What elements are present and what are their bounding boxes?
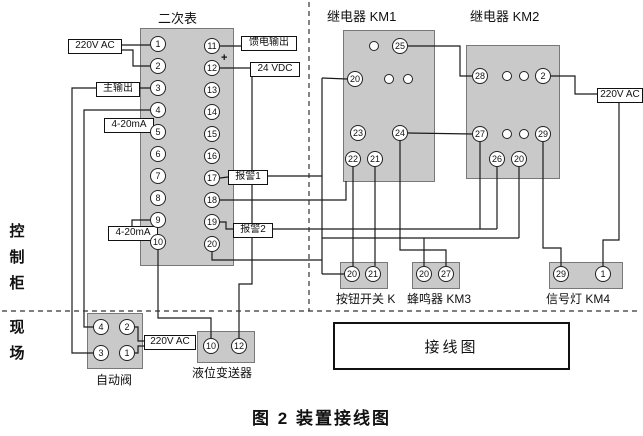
terminal-km1-21: 21 <box>367 151 383 167</box>
wire <box>407 132 473 135</box>
terminal-meter-4: 4 <box>150 102 166 118</box>
terminal-meter-12: 12 <box>204 60 220 76</box>
terminal-buzzer-20: 20 <box>416 266 432 282</box>
secondary-meter-title: 二次表 <box>158 11 198 26</box>
terminal-valve-3: 3 <box>93 345 109 361</box>
terminal-lamp-1: 1 <box>595 266 611 282</box>
wire <box>83 109 150 328</box>
figure-caption: 图 2 装置接线图 <box>252 409 391 428</box>
terminal-km2-aux-1 <box>502 71 512 81</box>
terminal-buzzer-27: 27 <box>438 266 454 282</box>
terminal-km1-22: 22 <box>345 151 361 167</box>
terminal-valve-1: 1 <box>119 345 135 361</box>
main-output-label: 主输出 <box>96 82 140 97</box>
ac-supply-top-label: 220V AC <box>68 39 122 54</box>
relay-km2-title: 继电器 KM2 <box>470 9 540 24</box>
wire <box>238 76 253 338</box>
terminal-km2-2: 2 <box>535 68 551 84</box>
terminal-meter-11: 11 <box>204 38 220 54</box>
terminal-km2-29: 29 <box>535 126 551 142</box>
alarm2-label: 报警2 <box>233 223 273 238</box>
terminal-meter-18: 18 <box>204 192 220 208</box>
terminal-km1-aux-2 <box>384 74 394 84</box>
wire <box>131 219 150 228</box>
signal-lamp-label: 信号灯 KM4 <box>546 292 611 306</box>
terminal-meter-17: 17 <box>204 170 220 186</box>
terminal-meter-19: 19 <box>204 214 220 230</box>
terminal-valve-4: 4 <box>93 319 109 335</box>
wire <box>220 221 233 230</box>
button-switch-label: 按钮开关 K <box>336 292 396 306</box>
dc-24v-label: 24 VDC <box>250 62 300 77</box>
terminal-km1-23: 23 <box>350 125 366 141</box>
terminal-km2-aux-2 <box>519 71 529 81</box>
terminal-km2-aux-4 <box>519 129 529 139</box>
alarm1-label: 报警1 <box>228 170 268 185</box>
terminal-button-21: 21 <box>365 266 381 282</box>
terminal-transmitter-10: 10 <box>203 338 219 354</box>
terminal-meter-20: 20 <box>204 236 220 252</box>
wire <box>219 176 229 179</box>
terminal-km2-28: 28 <box>472 68 488 84</box>
current-loop-bottom-label: 4-20mA <box>108 226 158 241</box>
terminal-meter-9: 9 <box>150 212 166 228</box>
terminal-km1-aux-1 <box>369 41 379 51</box>
terminal-meter-10: 10 <box>150 234 166 250</box>
terminal-km1-25: 25 <box>392 38 408 54</box>
dc-plus-sign: + <box>221 52 228 64</box>
buzzer-label: 蜂鸣器 KM3 <box>407 292 472 306</box>
terminal-meter-16: 16 <box>204 148 220 164</box>
zone-cabinet-char: 控 <box>9 223 25 240</box>
terminal-transmitter-12: 12 <box>231 338 247 354</box>
current-loop-top-label: 4-20mA <box>104 118 154 133</box>
wire <box>321 77 348 80</box>
terminal-meter-2: 2 <box>150 58 166 74</box>
wire <box>551 75 597 95</box>
wire <box>542 142 562 266</box>
wire <box>135 345 144 354</box>
terminal-meter-8: 8 <box>150 190 166 206</box>
terminal-km2-20: 20 <box>511 151 527 167</box>
terminal-meter-13: 13 <box>204 82 220 98</box>
wire <box>157 250 212 338</box>
terminal-valve-2: 2 <box>119 319 135 335</box>
terminal-meter-5: 5 <box>150 124 166 140</box>
terminal-meter-14: 14 <box>204 104 220 120</box>
wire <box>135 326 144 342</box>
terminal-meter-1: 1 <box>150 36 166 52</box>
ac-supply-bottom-label: 220V AC <box>144 335 196 350</box>
level-transmitter-label: 液位变送器 <box>192 366 253 380</box>
zone-field-char: 场 <box>9 345 25 362</box>
terminal-km2-27: 27 <box>472 126 488 142</box>
auto-valve-label: 自动阀 <box>96 373 133 387</box>
terminal-button-20: 20 <box>344 266 360 282</box>
wire <box>220 181 347 201</box>
terminal-meter-6: 6 <box>150 146 166 162</box>
terminal-km1-20: 20 <box>347 71 363 87</box>
wire <box>211 252 322 261</box>
terminal-meter-15: 15 <box>204 126 220 142</box>
wire <box>602 101 620 266</box>
feed-output-label: 馈电输出 <box>241 36 297 51</box>
terminal-km2-aux-3 <box>502 129 512 139</box>
terminal-km1-24: 24 <box>392 125 408 141</box>
junction-box: 接线图 <box>333 322 570 370</box>
terminal-meter-7: 7 <box>150 168 166 184</box>
wire <box>120 49 150 67</box>
zone-cabinet-char: 柜 <box>9 275 25 292</box>
terminal-km1-aux-3 <box>403 74 413 84</box>
terminal-meter-3: 3 <box>150 80 166 96</box>
wire <box>399 141 447 266</box>
wire <box>408 45 472 77</box>
terminal-km2-26: 26 <box>489 151 505 167</box>
zone-field-char: 现 <box>9 319 25 336</box>
ac-supply-right-label: 220V AC <box>597 88 643 103</box>
junction-box-label: 接线图 <box>424 338 479 356</box>
terminal-lamp-29: 29 <box>553 266 569 282</box>
relay-km1-title: 继电器 KM1 <box>327 9 397 24</box>
zone-cabinet-char: 制 <box>9 249 25 266</box>
